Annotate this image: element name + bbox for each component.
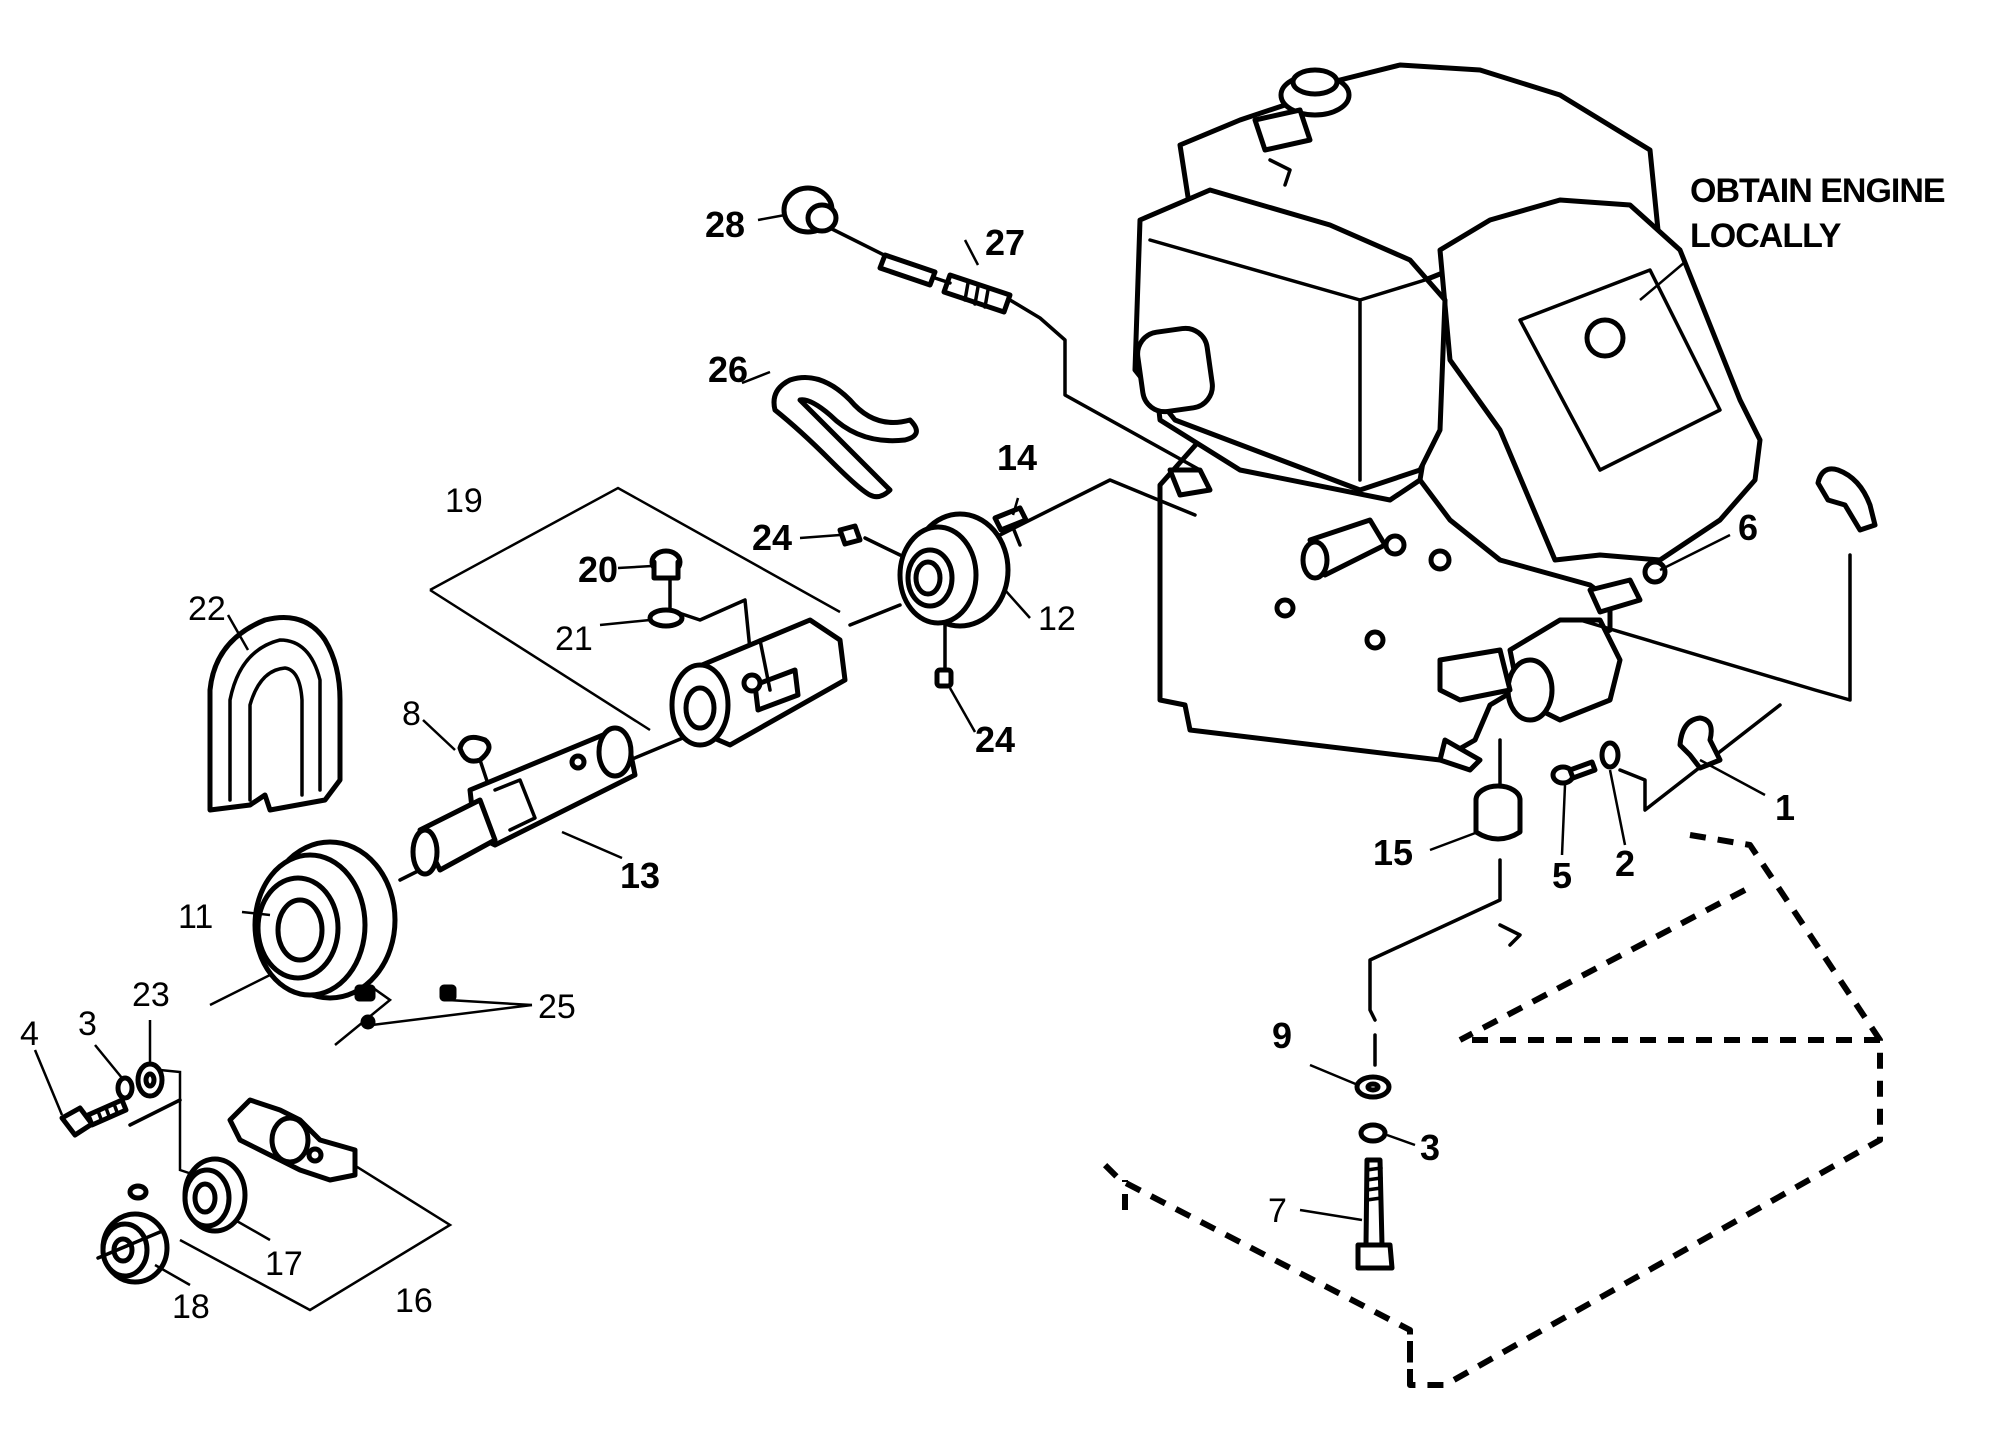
note-line-2: LOCALLY [1690, 217, 1842, 255]
part-4-bolt [59, 1097, 129, 1138]
note-line-1: OBTAIN ENGINE [1690, 172, 1945, 210]
callout-12: 12 [1038, 600, 1076, 638]
callout-7: 7 [1268, 1192, 1287, 1230]
callout-3-right: 3 [1420, 1127, 1440, 1168]
callout-25: 25 [538, 988, 576, 1026]
part-clamp-upper [1815, 466, 1878, 533]
callout-23: 23 [132, 976, 170, 1014]
part-12-pulley [897, 511, 1011, 629]
callout-22: 22 [188, 590, 226, 628]
callout-18: 18 [172, 1288, 210, 1326]
part-1-clamp [1677, 715, 1723, 771]
part-25-setscrews [354, 984, 533, 1030]
part-27-turnbuckle [877, 252, 1013, 315]
callout-17: 17 [265, 1245, 303, 1283]
part-28-knob [781, 185, 839, 235]
callout-20: 20 [578, 549, 618, 590]
callout-labels: OBTAIN ENGINE LOCALLY 1 2 3 3 4 5 6 7 8 … [20, 172, 1946, 1326]
part-2-lockwasher [1599, 740, 1621, 770]
part-8-key [457, 734, 492, 764]
callout-9: 9 [1272, 1015, 1292, 1056]
part-20-screw [649, 548, 683, 581]
callout-1: 1 [1775, 787, 1795, 828]
part-11-pulley [252, 839, 398, 1001]
engine [1132, 62, 1763, 773]
part-18-collar [96, 1183, 170, 1285]
part-17-bearing [182, 1156, 248, 1234]
part-19-coupler [669, 617, 848, 748]
part-26-belt [771, 375, 919, 500]
callout-leaders [33, 213, 1766, 1287]
part-3-lockwasher-right [1358, 1122, 1388, 1144]
assembly-lines [128, 226, 1852, 1312]
part-21-washer [647, 607, 685, 629]
part-16-bearing-assembly [227, 1097, 358, 1183]
part-24-setscrew-upper [837, 523, 863, 547]
part-5-screw [1550, 759, 1598, 786]
base-frame-phantom [1097, 832, 1883, 1388]
callout-5: 5 [1552, 855, 1572, 896]
part-22-belt-guard [207, 615, 343, 813]
callout-13: 13 [620, 855, 660, 896]
callout-8: 8 [402, 695, 421, 733]
part-14-key [992, 505, 1029, 533]
callout-14: 14 [997, 437, 1037, 478]
callout-16: 16 [395, 1282, 433, 1320]
callout-27: 27 [985, 222, 1025, 263]
part-13-shaft [410, 725, 638, 877]
part-7-bolt [1355, 1157, 1395, 1271]
callout-2: 2 [1615, 843, 1635, 884]
callout-6: 6 [1738, 507, 1758, 548]
callout-24-upper: 24 [752, 517, 792, 558]
callout-28: 28 [705, 204, 745, 245]
callout-11: 11 [178, 898, 213, 936]
part-15-engine-mount [1473, 783, 1523, 842]
part-3-lockwasher-left [115, 1075, 135, 1101]
callout-24-lower: 24 [975, 719, 1015, 760]
part-9-washer [1354, 1074, 1392, 1100]
callout-4: 4 [20, 1015, 39, 1053]
callout-21: 21 [555, 620, 593, 658]
callout-3-left: 3 [78, 1005, 97, 1043]
callout-19: 19 [445, 482, 483, 520]
part-23-washer [135, 1061, 165, 1099]
part-24-setscrew-lower [934, 667, 954, 689]
callout-26: 26 [708, 349, 748, 390]
callout-15: 15 [1373, 832, 1413, 873]
